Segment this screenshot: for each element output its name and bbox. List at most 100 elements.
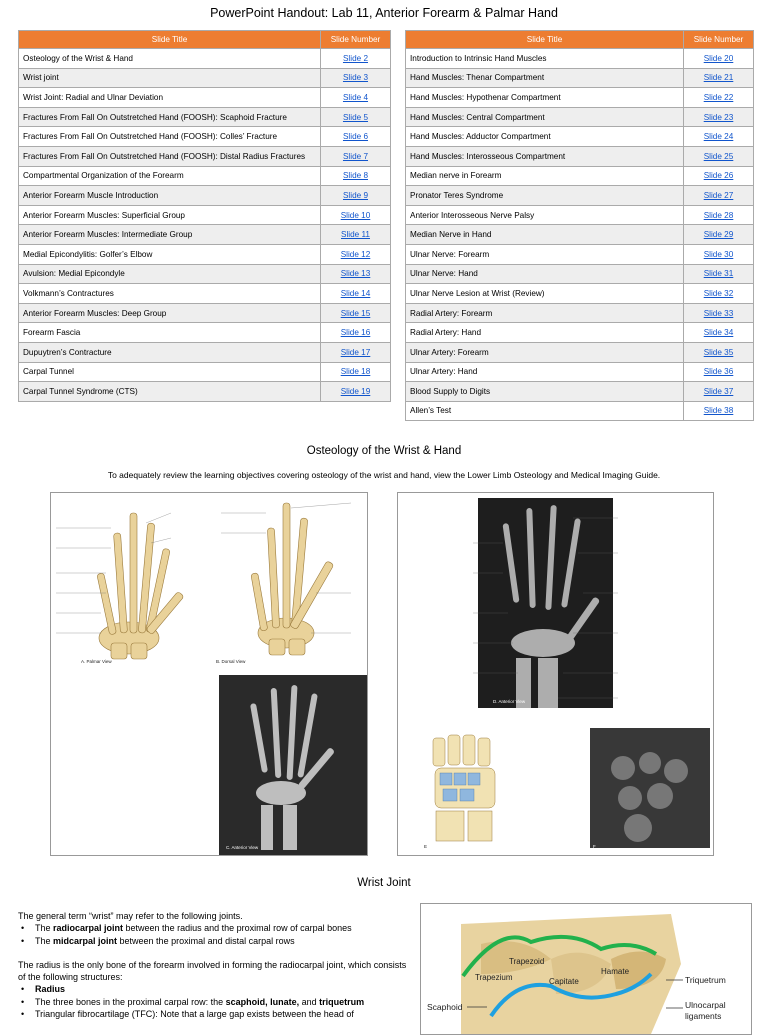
- wrist-joint-text: The general term “wrist” may refer to th…: [18, 910, 413, 1021]
- slide-number-link[interactable]: Slide 28: [683, 204, 754, 226]
- slide-number-link[interactable]: Slide 27: [683, 185, 754, 206]
- carpal-bones-illustration: Trapezoid Trapezium Capitate Hamate Triq…: [421, 904, 751, 1034]
- slide-title-cell: Dupuytren’s Contracture: [18, 341, 321, 363]
- slide-title-cell: Allen’s Test: [405, 400, 684, 422]
- slide-title-cell: Avulsion: Medial Epicondyle: [18, 263, 321, 285]
- label-ulnocarpal: Ulnocarpal: [685, 1000, 726, 1010]
- slide-title-cell: Radial Artery: Hand: [405, 322, 684, 343]
- slide-number-link[interactable]: Slide 31: [683, 263, 754, 285]
- label-triquetrum: Triquetrum: [685, 975, 726, 985]
- slide-number-link[interactable]: Slide 22: [683, 87, 754, 108]
- slide-title-cell: Anterior Forearm Muscles: Superficial Gr…: [18, 204, 321, 226]
- slide-title-cell: Ulnar Nerve Lesion at Wrist (Review): [405, 283, 684, 304]
- slide-title-cell: Forearm Fascia: [18, 322, 321, 343]
- slide-title-cell: Osteology of the Wrist & Hand: [18, 48, 321, 69]
- slide-title-cell: Volkmann’s Contractures: [18, 283, 321, 304]
- slide-number-link[interactable]: Slide 34: [683, 322, 754, 343]
- slide-number-link[interactable]: Slide 35: [683, 341, 754, 363]
- label-trapezoid: Trapezoid: [509, 957, 544, 966]
- slide-number-link[interactable]: Slide 8: [320, 165, 391, 187]
- slide-number-link[interactable]: Slide 2: [320, 48, 391, 69]
- header-slide-title: Slide Title: [18, 30, 321, 49]
- wrist-joint-intro: The general term “wrist” may refer to th…: [18, 911, 243, 921]
- slide-number-link[interactable]: Slide 10: [320, 204, 391, 226]
- slide-number-link[interactable]: Slide 20: [683, 48, 754, 69]
- wrist-joint-heading: Wrist Joint: [357, 877, 411, 889]
- slide-number-link[interactable]: Slide 32: [683, 283, 754, 304]
- hand-bones-figure: A. Palmar View B. Dorsal View: [50, 492, 368, 856]
- slide-number-link[interactable]: Slide 16: [320, 322, 391, 343]
- slide-title-cell: Hand Muscles: Adductor Compartment: [405, 126, 684, 147]
- list-item: The radiocarpal joint between the radius…: [21, 922, 413, 935]
- slide-number-link[interactable]: Slide 17: [320, 341, 391, 363]
- slide-number-link[interactable]: Slide 24: [683, 126, 754, 147]
- label-hamate: Hamate: [601, 967, 630, 976]
- slide-number-link[interactable]: Slide 3: [320, 67, 391, 89]
- slide-title-cell: Fractures From Fall On Outstretched Hand…: [18, 145, 321, 167]
- slide-title-cell: Carpal Tunnel: [18, 361, 321, 383]
- wrist-radiograph-illustration: D. Anterior View E: [424, 498, 710, 849]
- slide-number-link[interactable]: Slide 6: [320, 126, 391, 147]
- slide-number-link[interactable]: Slide 37: [683, 381, 754, 402]
- slide-number-link[interactable]: Slide 26: [683, 165, 754, 187]
- slide-number-link[interactable]: Slide 7: [320, 145, 391, 167]
- table-row: Fractures From Fall On Outstretched Hand…: [18, 106, 391, 128]
- table-row: Fractures From Fall On Outstretched Hand…: [18, 145, 391, 167]
- slide-number-link[interactable]: Slide 19: [320, 381, 391, 402]
- slide-title-cell: Ulnar Nerve: Hand: [405, 263, 684, 285]
- header-slide-title: Slide Title: [405, 30, 684, 49]
- osteology-intro: To adequately review the learning object…: [107, 470, 661, 480]
- slide-number-link[interactable]: Slide 33: [683, 302, 754, 324]
- slide-title-cell: Hand Muscles: Hypothenar Compartment: [405, 87, 684, 108]
- slide-number-link[interactable]: Slide 23: [683, 106, 754, 128]
- slide-title-cell: Wrist Joint: Radial and Ulnar Deviation: [18, 87, 321, 108]
- slide-title-cell: Pronator Teres Syndrome: [405, 185, 684, 206]
- slide-number-link[interactable]: Slide 30: [683, 243, 754, 265]
- slide-number-link[interactable]: Slide 15: [320, 302, 391, 324]
- slide-title-cell: Compartmental Organization of the Forear…: [18, 165, 321, 187]
- slide-number-link[interactable]: Slide 18: [320, 361, 391, 383]
- radiocarpal-paragraph: The radius is the only bone of the forea…: [18, 959, 407, 983]
- slide-table-right: Slide Title Slide Number Introduction to…: [405, 30, 754, 422]
- slide-title-cell: Medial Epicondylitis: Golfer’s Elbow: [18, 243, 321, 265]
- panel-d-label: D. Anterior View: [493, 699, 526, 704]
- slide-number-link[interactable]: Slide 13: [320, 263, 391, 285]
- panel-b-label: B. Dorsal View: [216, 659, 246, 664]
- label-trapezium: Trapezium: [475, 973, 513, 982]
- table-row: Anterior Forearm Muscles: Superficial Gr…: [18, 204, 391, 226]
- panel-c-label: C. Anterior View: [226, 845, 259, 850]
- slide-number-link[interactable]: Slide 21: [683, 67, 754, 89]
- slide-title-cell: Hand Muscles: Interosseous Compartment: [405, 145, 684, 167]
- slide-number-link[interactable]: Slide 14: [320, 283, 391, 304]
- table-row: Fractures From Fall On Outstretched Hand…: [18, 126, 391, 147]
- slide-title-cell: Hand Muscles: Thenar Compartment: [405, 67, 684, 89]
- slide-number-link[interactable]: Slide 36: [683, 361, 754, 383]
- slide-number-link[interactable]: Slide 11: [320, 224, 391, 245]
- slide-number-link[interactable]: Slide 4: [320, 87, 391, 108]
- slide-title-cell: Radial Artery: Forearm: [405, 302, 684, 324]
- slide-number-link[interactable]: Slide 25: [683, 145, 754, 167]
- slide-number-link[interactable]: Slide 38: [683, 400, 754, 422]
- slide-title-cell: Blood Supply to Digits: [405, 381, 684, 402]
- slide-number-link[interactable]: Slide 5: [320, 106, 391, 128]
- slide-number-link[interactable]: Slide 29: [683, 224, 754, 245]
- slide-number-link[interactable]: Slide 12: [320, 243, 391, 265]
- slide-title-cell: Wrist joint: [18, 67, 321, 89]
- slide-title-cell: Ulnar Artery: Hand: [405, 361, 684, 383]
- slide-number-link[interactable]: Slide 9: [320, 185, 391, 206]
